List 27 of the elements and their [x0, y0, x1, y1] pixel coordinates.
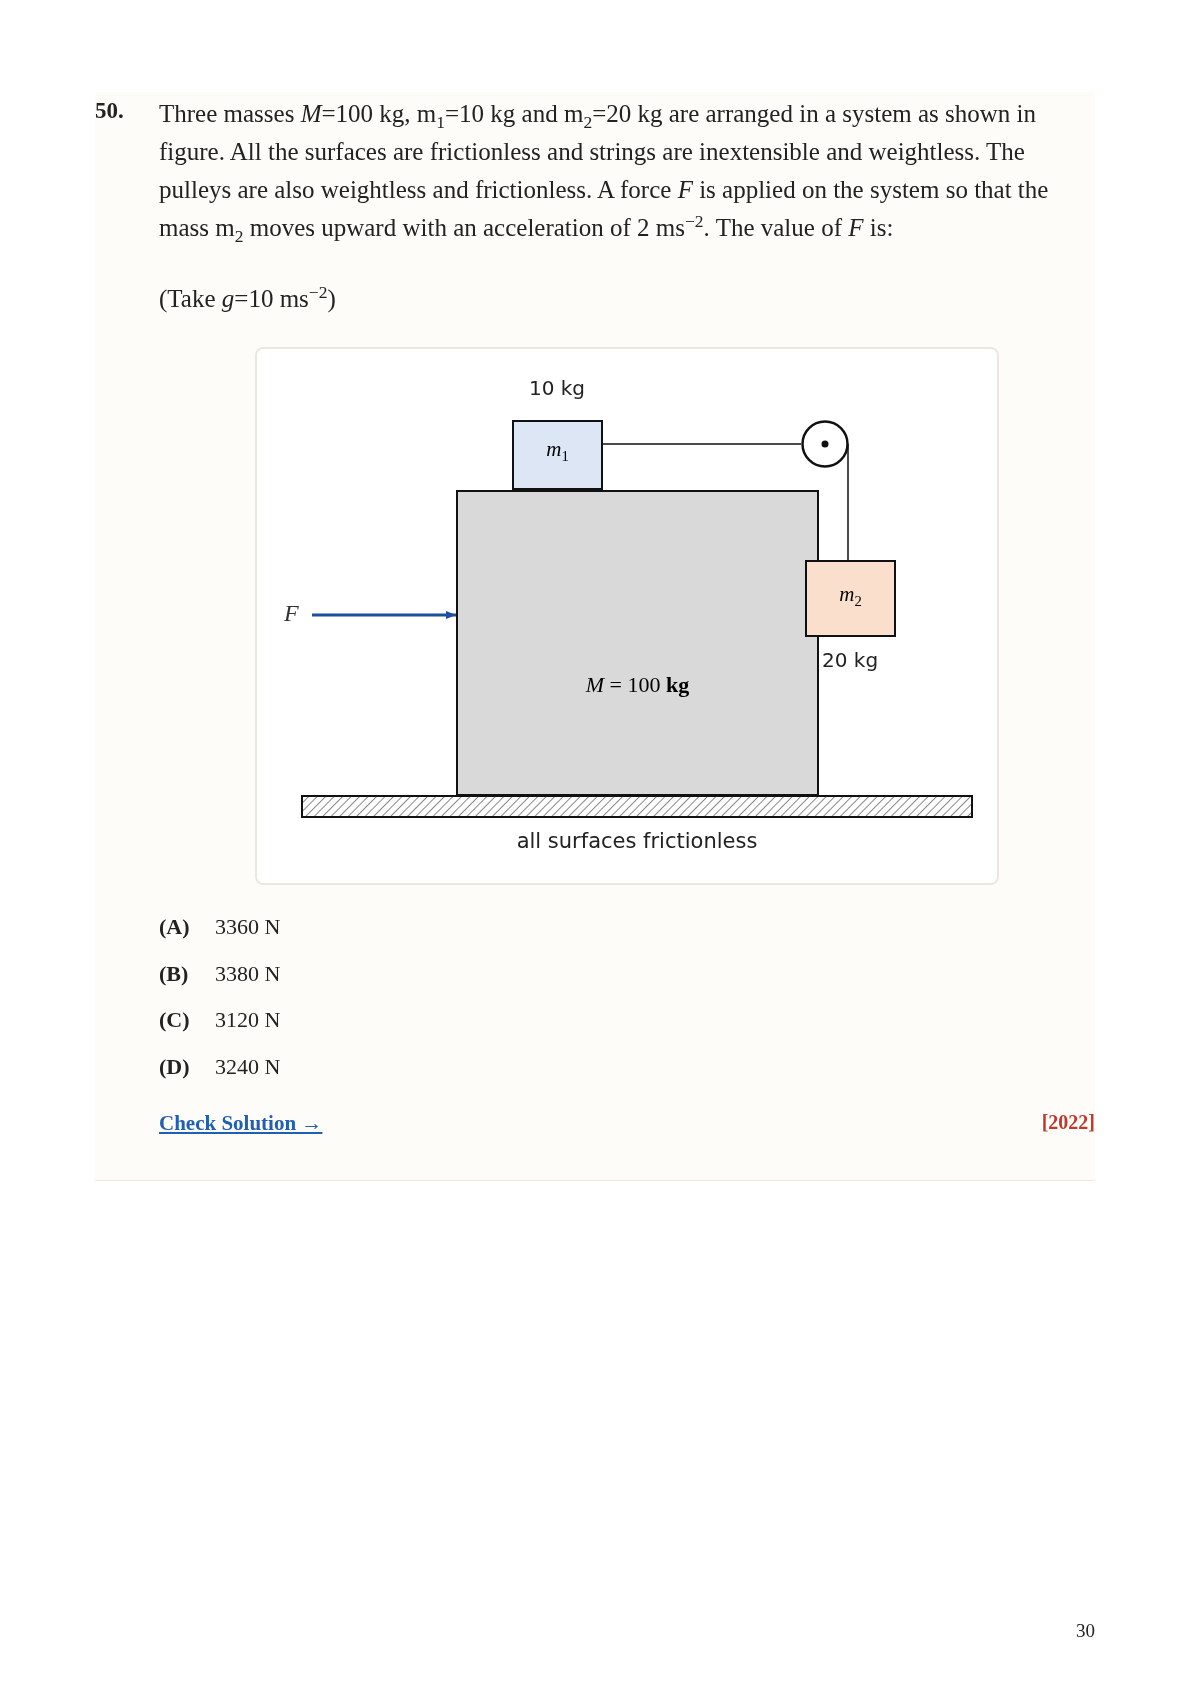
block-label: m$_{1}$ — [545, 437, 570, 462]
page-number: 30 — [1075, 1620, 1095, 1642]
block-label: m$_{2}$ — [838, 582, 863, 607]
question-text: Three masses M=100 kg, m$_{1}$=10 kg and m$_{2}$=20 kg are arranged in a system as shown in figure. All the surfaces are frictionless and strings are inextensible and weightless. The pulleys are also weightless and frictionless. A force F is applied on the system so that the mass m$_{2}$ moves upward with an acceleration of 2 ms$^{−2}$. The value of F is: — [159, 99, 1050, 247]
small-block — [512, 420, 603, 490]
string — [602, 443, 802, 445]
pulley-icon — [801, 420, 849, 468]
caption: all surfaces frictionless — [515, 829, 759, 853]
option-text: 3120 N — [215, 1007, 281, 1033]
option-text: 3240 N — [215, 1053, 281, 1080]
year-tag: [2022] — [980, 1111, 1095, 1134]
block-label: M = 100 kg — [584, 672, 691, 698]
large-block — [456, 490, 819, 796]
mass-value: 10 kg — [527, 376, 587, 400]
given-note: (Take g=10 ms$^{−2}$) — [159, 285, 336, 313]
mass-value: 20 kg — [822, 648, 880, 672]
option-text: 3360 N — [215, 914, 281, 940]
option-letter: (C) — [159, 1007, 190, 1033]
question-number: 50. — [95, 98, 124, 124]
option-letter: (D) — [159, 1053, 190, 1080]
option-text: 3380 N — [215, 960, 281, 987]
hanging-block — [805, 560, 896, 637]
option-letter: (A) — [159, 914, 190, 940]
option-letter: (B) — [159, 960, 189, 987]
check-solution-link: Check Solution → — [159, 1111, 323, 1136]
force-arrow — [312, 611, 456, 619]
force-label: F — [284, 600, 299, 627]
